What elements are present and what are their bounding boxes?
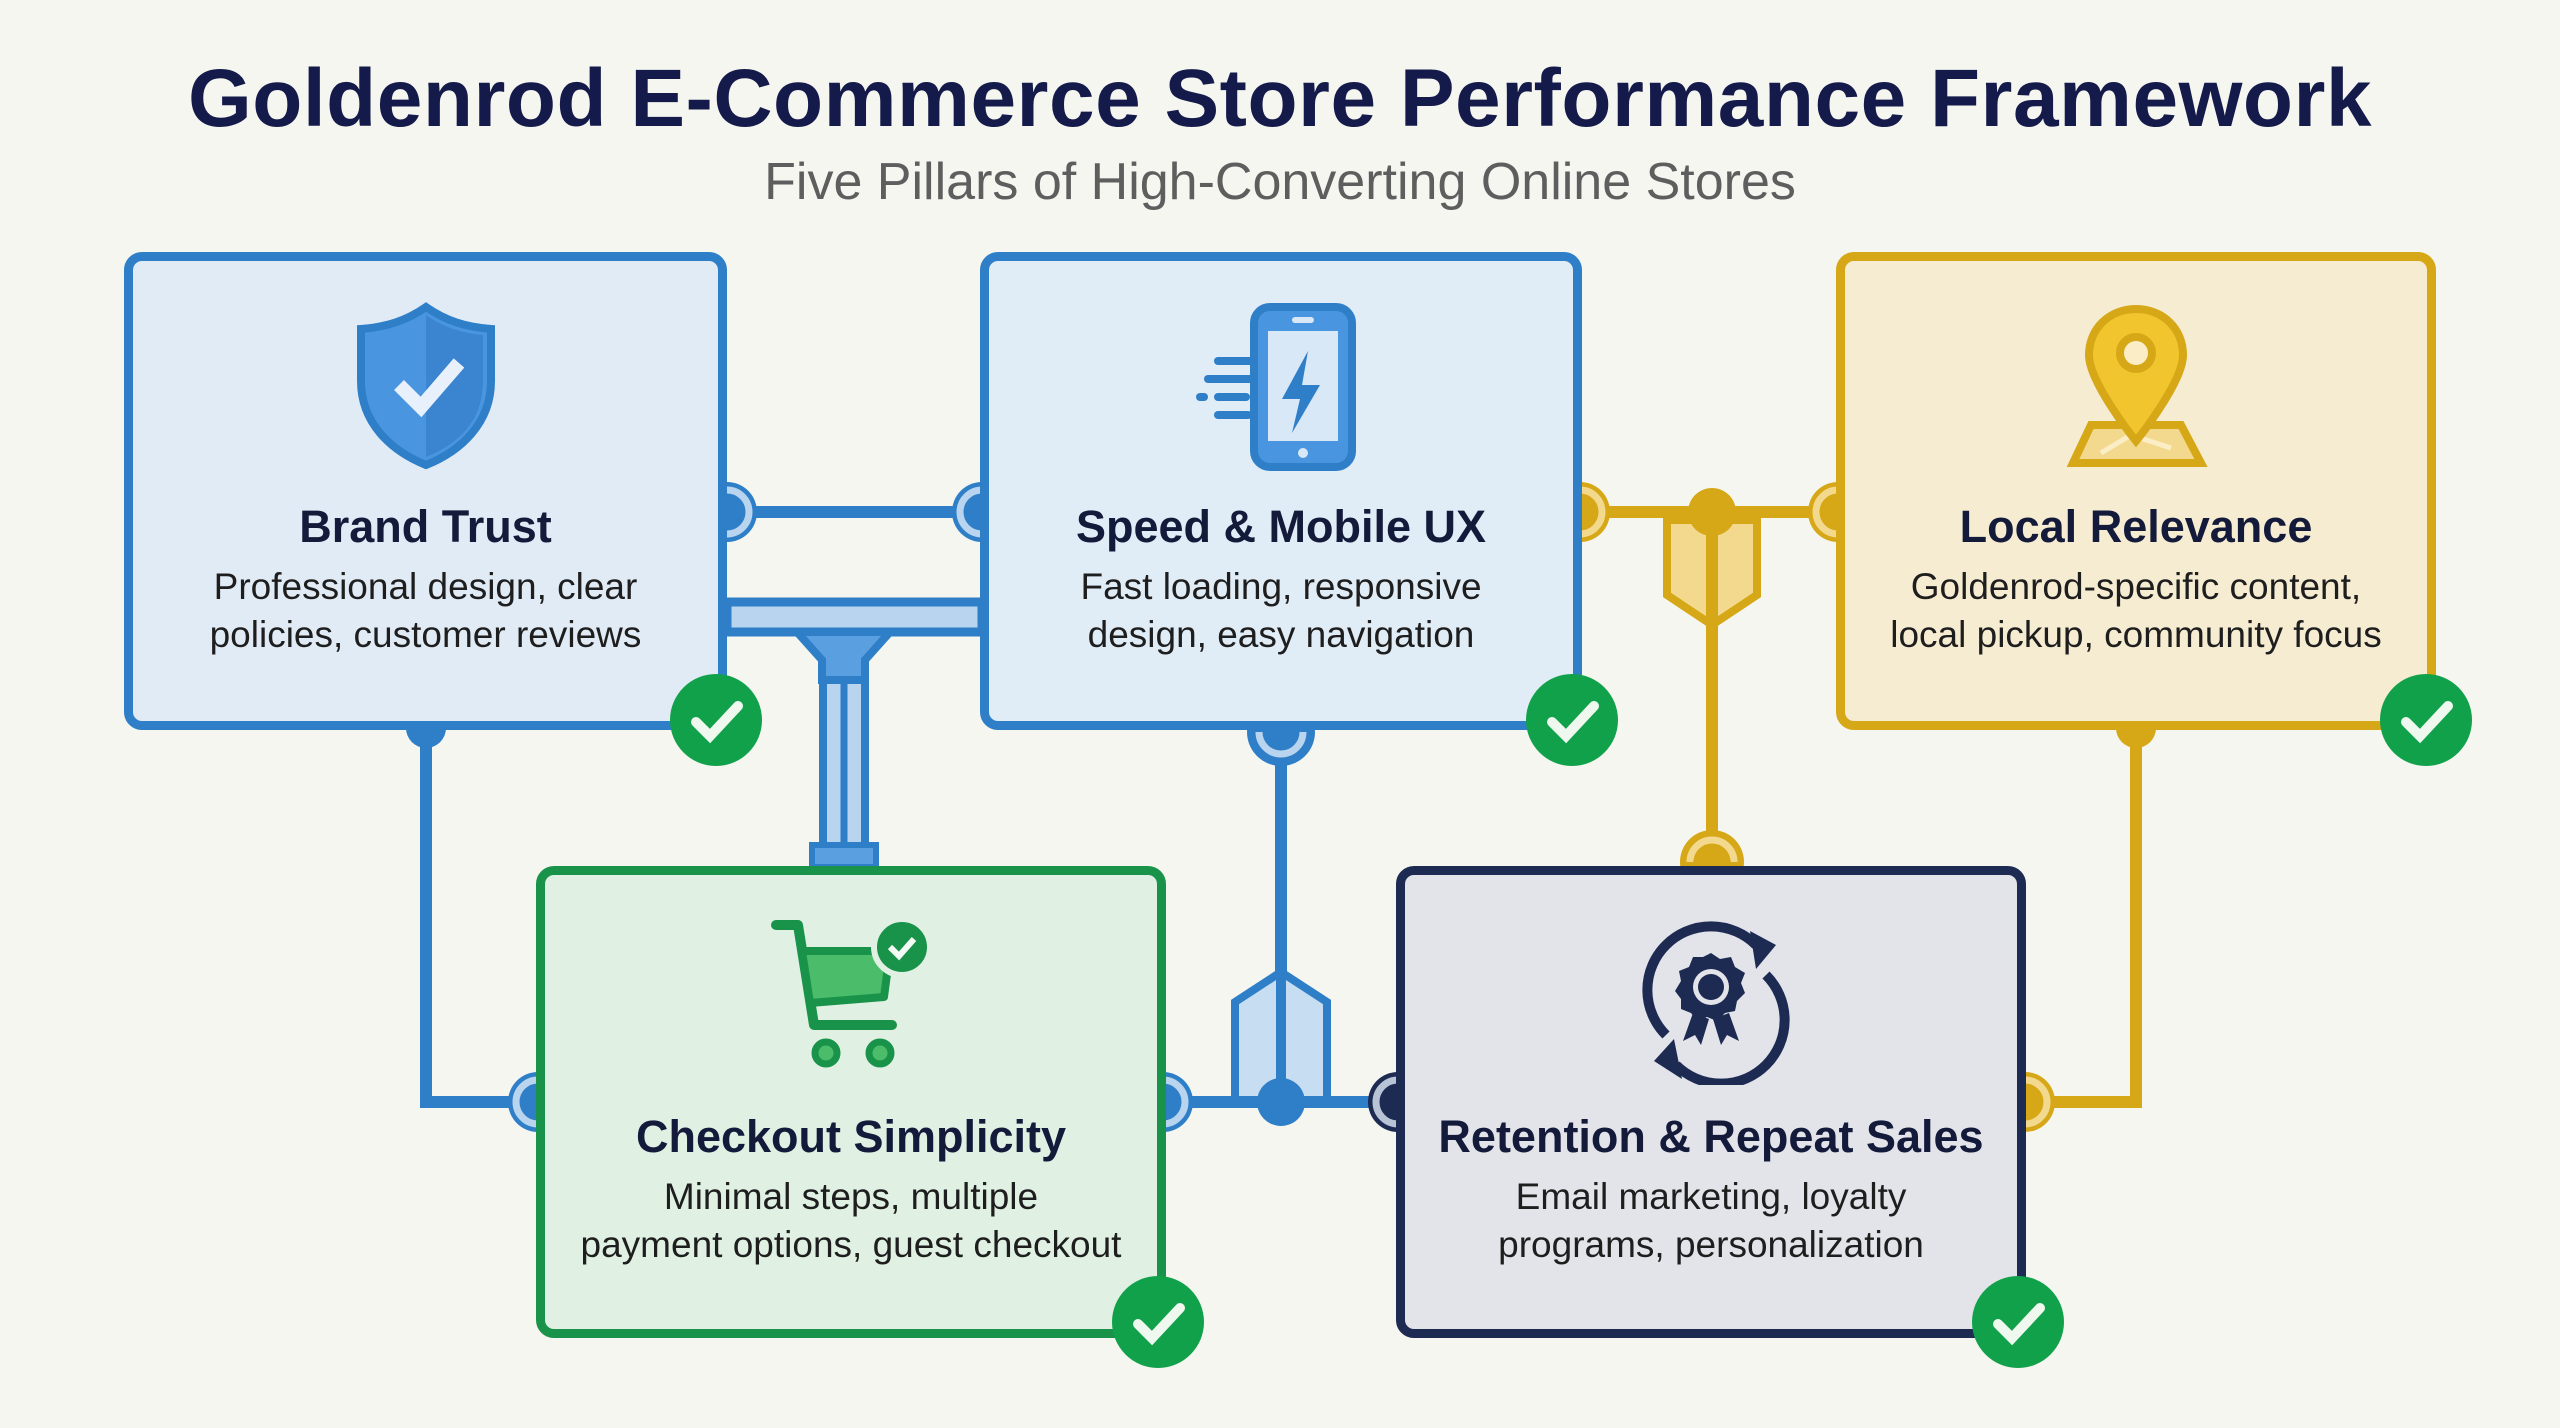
pillar-description-line: payment options, guest checkout	[580, 1224, 1122, 1265]
connector-speed-to-checkout-retention	[1133, 698, 1428, 1132]
pillar-description-line: Email marketing, loyalty	[1515, 1176, 1907, 1217]
pillar-description-line: Goldenrod-specific content,	[1910, 566, 2362, 607]
connector-brand-to-speed	[697, 482, 1012, 542]
pillar-title: Checkout Simplicity	[635, 1111, 1067, 1162]
pillar-description-line: Professional design, clear	[213, 566, 638, 607]
pillar-description: Professional design, clear policies, cus…	[133, 563, 718, 659]
status-check-icon	[1112, 1276, 1204, 1368]
status-check-icon	[1972, 1276, 2064, 1368]
page-title: Goldenrod E-Commerce Store Performance F…	[188, 53, 2372, 144]
cart-check-icon	[771, 916, 933, 1068]
loyalty-badge-cycle-icon	[1642, 921, 1790, 1085]
pillar-description-line: Minimal steps, multiple	[663, 1176, 1039, 1217]
pillar-description: Fast loading, responsive design, easy na…	[989, 563, 1573, 659]
pillar-card-checkout-simplicity[interactable]: Checkout Simplicity Minimal steps, multi…	[536, 866, 1166, 1338]
shield-check-icon	[356, 302, 495, 470]
connector-pillar-column	[722, 597, 987, 870]
status-check-icon	[670, 674, 762, 766]
status-check-icon	[2380, 674, 2472, 766]
pillar-title: Speed & Mobile UX	[1075, 501, 1487, 552]
pillar-description: Minimal steps, multiple payment options,…	[545, 1173, 1157, 1269]
pillar-description-line: local pickup, community focus	[1890, 614, 2382, 655]
pillar-description: Goldenrod-specific content, local pickup…	[1845, 563, 2427, 659]
pillar-description-line: policies, customer reviews	[209, 614, 642, 655]
mobile-speed-icon	[1196, 303, 1356, 471]
pillar-description-line: design, easy navigation	[1087, 614, 1475, 655]
status-check-icon	[1526, 674, 1618, 766]
pillar-card-brand-trust[interactable]: Brand Trust Professional design, clear p…	[124, 252, 727, 730]
pillar-title: Local Relevance	[1959, 501, 2313, 552]
page-subtitle: Five Pillars of High-Converting Online S…	[764, 153, 1796, 211]
pillar-title: Brand Trust	[299, 501, 552, 552]
pillar-description-line: Fast loading, responsive	[1080, 566, 1482, 607]
map-pin-icon	[2066, 304, 2208, 467]
pillar-description: Email marketing, loyalty programs, perso…	[1405, 1173, 2017, 1269]
pillar-card-local-relevance[interactable]: Local Relevance Goldenrod-specific conte…	[1836, 252, 2436, 730]
pillar-card-retention[interactable]: Retention & Repeat Sales Email marketing…	[1396, 866, 2026, 1338]
pillar-description-line: programs, personalization	[1498, 1224, 1924, 1265]
pillar-card-speed-mobile[interactable]: Speed & Mobile UX Fast loading, responsi…	[980, 252, 1582, 730]
pillar-title: Retention & Repeat Sales	[1438, 1111, 1984, 1162]
